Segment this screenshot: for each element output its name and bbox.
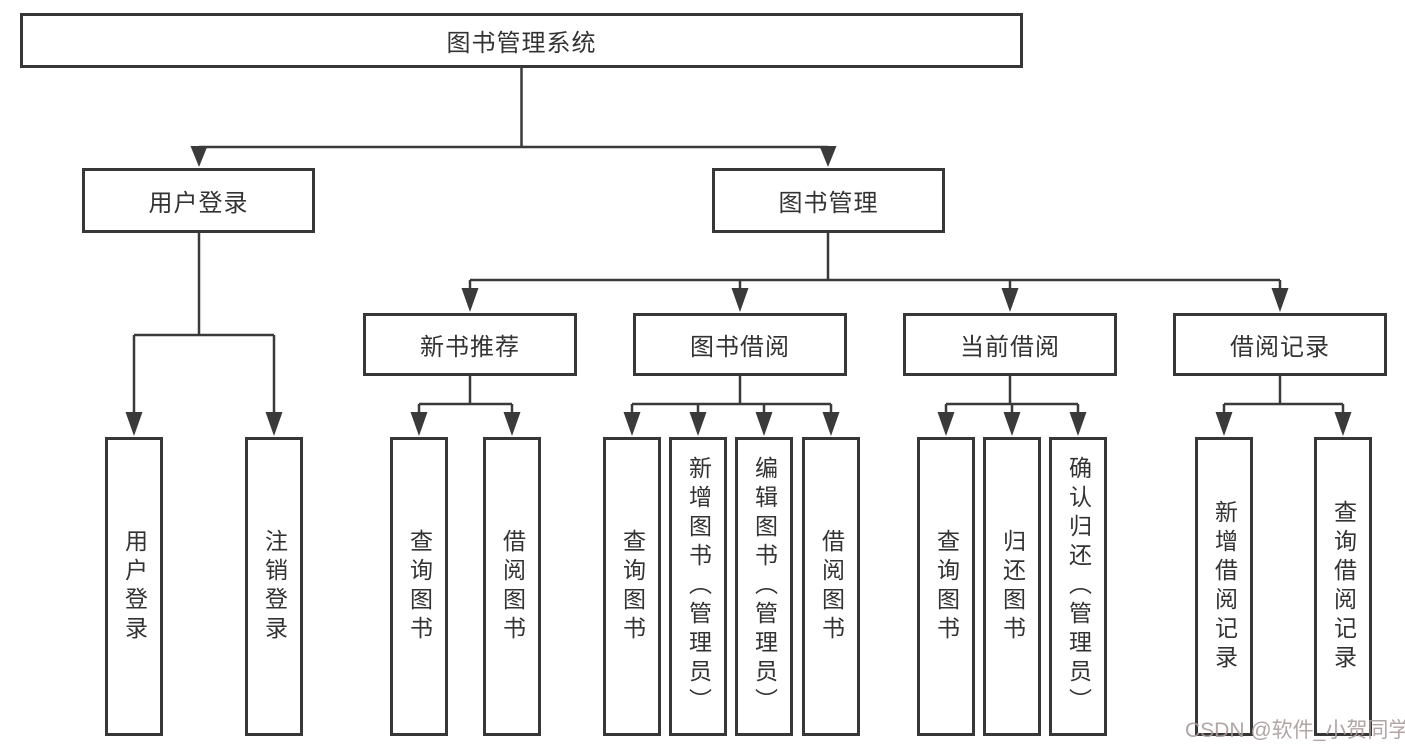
leaf-label: 归还图书 [999,528,1026,645]
leaf-logout: 注销登录 [245,437,303,736]
arrowhead [190,146,208,167]
leaf-user-login: 用户登录 [105,437,163,736]
leaf-label: 新增借阅记录 [1211,499,1238,674]
leaf-label: 注销登录 [261,528,288,645]
arrowhead [937,412,955,436]
leaf-borrow-books: 借阅图书 [802,437,860,736]
node-current-borrow: 当前借阅 [903,313,1117,376]
node-user-login: 用户登录 [82,168,315,233]
arrowhead [731,288,749,312]
leaf-add-book-admin: 新增图书（管理员） [669,437,727,736]
arrowhead [265,412,283,436]
leaf-label: 查询借阅记录 [1330,499,1357,674]
arrowhead [623,412,641,436]
leaf-label: 编辑图书（管理员） [751,456,778,717]
csdn-watermark: CSDN @软件_小贺同学 [1185,719,1405,742]
leaf-label: 查询图书 [406,528,433,645]
arrowhead [822,412,840,436]
arrowhead [410,412,428,436]
arrowhead [503,412,521,436]
arrowhead [1215,412,1233,436]
leaf-query-books-recommend: 查询图书 [390,437,448,736]
node-new-book-recommend: 新书推荐 [363,313,577,376]
leaf-return-books: 归还图书 [983,437,1041,736]
leaf-label: 借阅图书 [499,528,526,645]
leaf-query-books-borrow: 查询图书 [603,437,661,736]
leaf-label: 借阅图书 [818,528,845,645]
node-book-management: 图书管理 [712,168,945,233]
node-book-borrow: 图书借阅 [633,313,847,376]
arrowhead [1003,412,1021,436]
leaf-label: 用户登录 [121,528,148,645]
leaf-label: 确认归还（管理员） [1065,456,1092,717]
leaf-add-borrow-record: 新增借阅记录 [1195,437,1253,736]
arrowhead [1271,288,1289,312]
leaf-query-books-current: 查询图书 [917,437,975,736]
leaf-label: 查询图书 [619,528,646,645]
arrowhead [461,288,479,312]
arrowhead [1334,412,1352,436]
arrowhead [755,412,773,436]
arrowhead [689,412,707,436]
leaf-edit-book-admin: 编辑图书（管理员） [735,437,793,736]
leaf-label: 新增图书（管理员） [685,456,712,717]
arrowhead [819,146,837,167]
node-root-system: 图书管理系统 [20,13,1023,68]
arrowhead [1001,288,1019,312]
arrowhead [125,412,143,436]
arrowhead [1069,412,1087,436]
node-borrow-records: 借阅记录 [1173,313,1387,376]
leaf-confirm-return-admin: 确认归还（管理员） [1049,437,1107,736]
leaf-borrow-books-recommend: 借阅图书 [483,437,541,736]
leaf-query-borrow-record: 查询借阅记录 [1314,437,1372,736]
leaf-label: 查询图书 [933,528,960,645]
